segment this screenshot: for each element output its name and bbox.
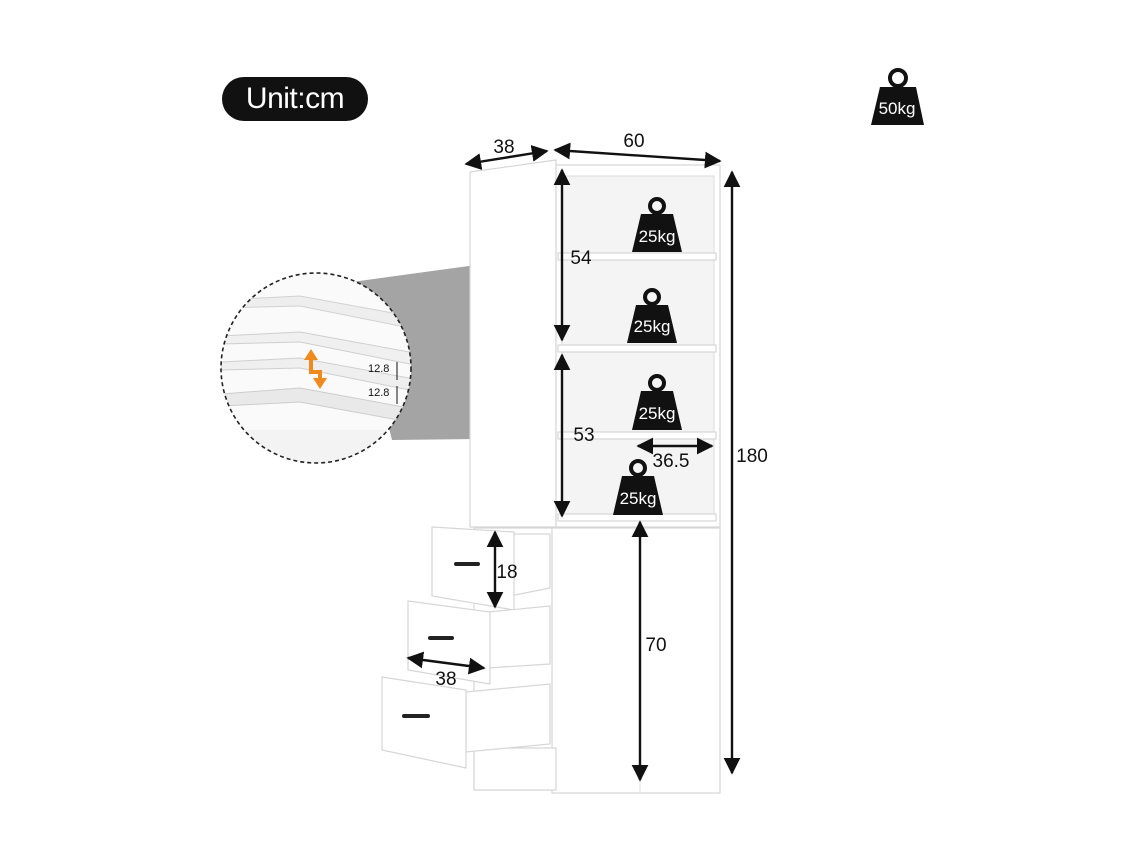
weight-25kg-icon: 25kg [632,197,682,252]
shelf-load-1: 25kg [639,227,676,246]
dim-shelf-upper: 54 [570,248,592,269]
shelf-load-3: 25kg [639,404,676,423]
top-load-label: 50kg [879,99,916,118]
dim-shelf-lower: 53 [573,425,594,446]
weight-50kg-icon: 50kg [871,68,924,125]
dim-drawer-height: 18 [496,562,517,583]
shelf-load-4: 25kg [620,489,657,508]
drawer-handle-icon [428,636,454,640]
detail-step-2: 12.8 [368,387,389,399]
dim-depth-top: 38 [493,137,514,158]
dim-cabinet-height: 70 [645,635,666,656]
drawer-handle-icon [454,562,480,566]
dim-width-top: 60 [623,131,644,152]
adjust-arrows-icon [304,349,327,389]
dimension-arrows [406,142,741,782]
weight-25kg-icon: 25kg [632,374,682,430]
dim-inner-width: 36.5 [653,451,690,472]
weight-25kg-icon: 25kg [627,288,677,343]
dim-drawer-depth: 38 [435,669,456,690]
dim-height-total: 180 [736,446,768,467]
drawer-bottom[interactable] [381,676,551,769]
detail-step-1: 12.8 [368,363,389,375]
weight-25kg-icon: 25kg [613,459,663,515]
unit-badge: Unit:cm [222,77,368,121]
shelf-load-2: 25kg [634,317,671,336]
drawer-handle-icon [402,714,430,718]
